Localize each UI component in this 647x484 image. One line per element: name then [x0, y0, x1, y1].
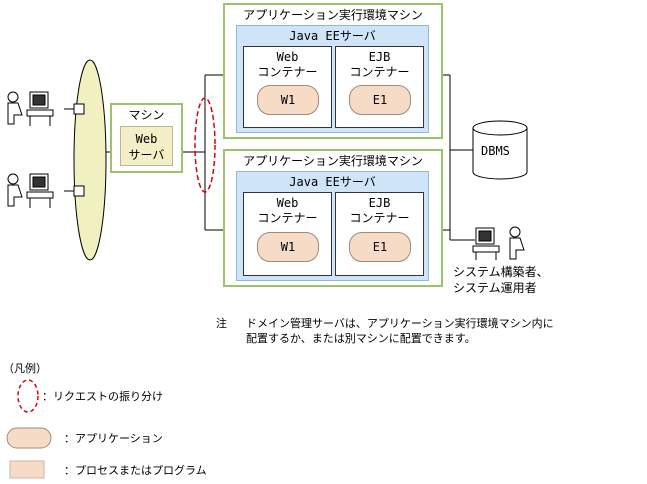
app-machine-box: アプリケーション実行環境マシン Java EEサーバ Web コンテナー W1 …: [223, 3, 443, 139]
legend-title: （凡例）: [3, 362, 47, 375]
legend-request-label: ：リクエストの振り分け: [42, 390, 163, 403]
note-line-2: 配置するか、または別マシンに配置できます。: [246, 332, 476, 345]
web-app-w1: W1: [257, 232, 319, 262]
operator-person-icon: [472, 226, 525, 260]
app-machine-box: アプリケーション実行環境マシン Java EEサーバ Web コンテナー W1 …: [223, 149, 443, 287]
operator-label-2: システム運用者: [453, 281, 537, 295]
dbms-cylinder: [472, 120, 528, 180]
web-server-label-1: Web: [135, 132, 158, 146]
web-container-label-2: コンテナー: [257, 211, 318, 225]
client-person-icon: [7, 173, 54, 208]
web-container-box: Web コンテナー W1: [243, 46, 332, 128]
web-container-label-2: コンテナー: [257, 65, 318, 79]
port-marker: [73, 103, 85, 115]
web-container-label-1: Web: [276, 50, 299, 64]
ejb-app-e1: E1: [349, 232, 411, 262]
request-distribution-marker: [194, 97, 216, 193]
ejb-app-e1: E1: [349, 85, 411, 115]
ejb-container-label-2: コンテナー: [349, 65, 410, 79]
web-container-box: Web コンテナー W1: [243, 192, 332, 276]
web-server-label-2: サーバ: [128, 148, 165, 162]
machine-title: マシン: [128, 108, 165, 122]
note-line-1: ドメイン管理サーバは、アプリケーション実行環境マシン内に: [246, 317, 554, 330]
dbms-label: DBMS: [481, 144, 510, 158]
web-app-w1: W1: [257, 85, 319, 115]
web-server-box: Web サーバ: [120, 126, 173, 166]
app-machine-title: アプリケーション実行環境マシン: [243, 8, 423, 22]
java-ee-server-label: Java EEサーバ: [289, 175, 376, 189]
machine-box: マシン Web サーバ: [110, 103, 183, 173]
port-marker: [73, 185, 85, 197]
note-mark: 注: [216, 317, 227, 330]
ejb-container-box: EJB コンテナー E1: [335, 46, 424, 128]
app-machine-title: アプリケーション実行環境マシン: [243, 154, 423, 168]
legend-process-label: ：プロセスまたはプログラム: [64, 464, 207, 477]
legend-application-label: ：アプリケーション: [64, 432, 163, 445]
java-ee-server-box: Java EEサーバ Web コンテナー W1 EJB コンテナー E1: [236, 171, 429, 281]
ejb-container-label-1: EJB: [368, 50, 391, 64]
operator-label-1: システム構築者、: [453, 265, 549, 279]
ejb-container-label-2: コンテナー: [349, 211, 410, 225]
ejb-container-box: EJB コンテナー E1: [335, 192, 424, 276]
network-ellipse: [73, 59, 107, 261]
web-container-label-1: Web: [276, 196, 299, 210]
ejb-container-label-1: EJB: [368, 196, 391, 210]
java-ee-server-box: Java EEサーバ Web コンテナー W1 EJB コンテナー E1: [236, 25, 429, 133]
java-ee-server-label: Java EEサーバ: [289, 29, 376, 43]
client-person-icon: [7, 91, 54, 126]
